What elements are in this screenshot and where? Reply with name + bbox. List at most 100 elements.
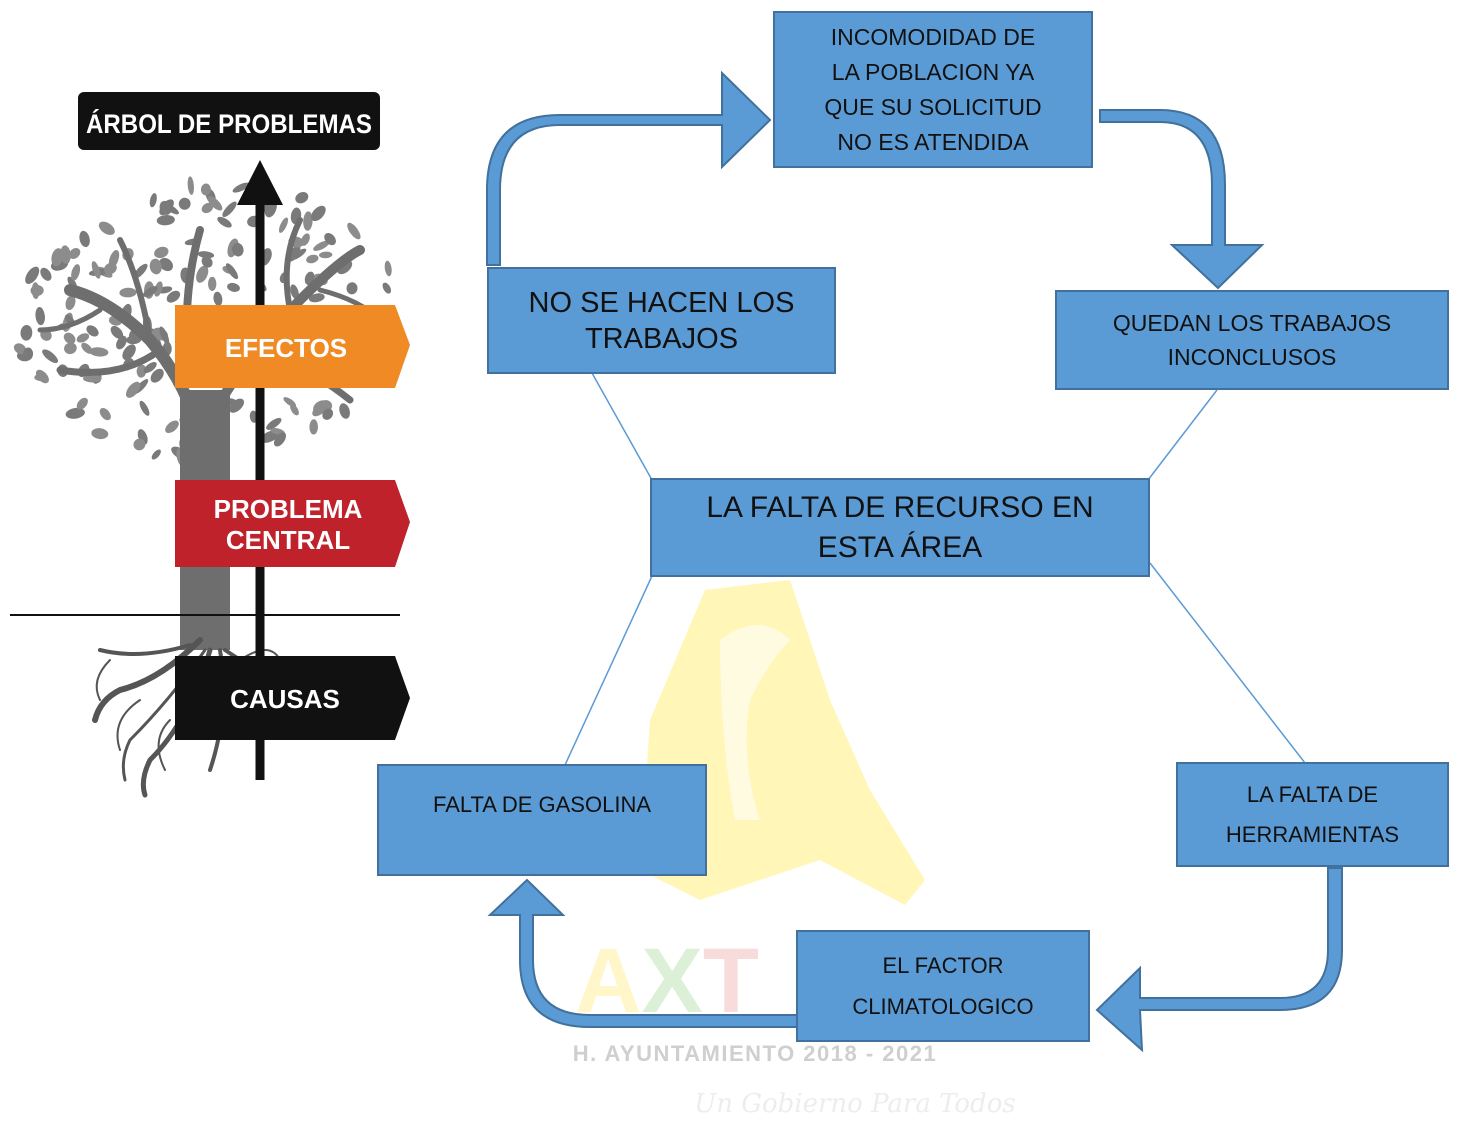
tree-leaf — [116, 335, 127, 350]
tree-leaf — [13, 343, 27, 355]
tree-leaf — [260, 430, 279, 443]
tree-axis-arrowhead — [237, 160, 283, 205]
tree-leaf — [149, 258, 162, 275]
tree-leaf — [82, 374, 102, 383]
tree-leaf — [151, 449, 161, 460]
box-climatologico-text: EL FACTOR CLIMATOLOGICO — [852, 953, 1034, 1019]
tree-leaf — [91, 428, 109, 440]
box-central-problem: LA FALTA DE RECURSO EN ESTA ÁREA — [650, 478, 1150, 577]
box-central-problem-text: LA FALTA DE RECURSO EN ESTA ÁREA — [706, 490, 1094, 564]
tree-leaf — [308, 293, 325, 303]
tree-leaf — [89, 347, 109, 357]
causes-sign — [175, 656, 410, 740]
tree-leaf — [126, 335, 142, 345]
tree-leaf — [266, 417, 282, 430]
tree-leaf — [225, 263, 239, 280]
tree-leaf — [133, 438, 146, 451]
tree-leaf — [79, 230, 90, 248]
tree-leaf — [25, 266, 40, 285]
tree-leaf — [76, 397, 88, 410]
tree-leaf — [346, 282, 358, 295]
tree-leaf — [136, 364, 147, 378]
tree-leaf — [208, 276, 217, 291]
tree-leaf — [71, 264, 81, 281]
box-incomodidad-text: INCOMODIDAD DE LA POBLACION YA QUE SU SO… — [824, 23, 1042, 155]
box-gasolina: FALTA DE GASOLINA — [377, 764, 707, 876]
tree-leaf — [382, 282, 392, 294]
tree-leaf — [187, 176, 194, 195]
tree-leaf — [319, 251, 333, 259]
effects-label: EFECTOS — [225, 333, 347, 363]
tree-leaf — [150, 368, 164, 383]
tree-leaf — [232, 242, 244, 257]
tree-leaf — [159, 257, 173, 272]
arrow-to-incomodidad — [486, 70, 772, 266]
tree-leaf — [197, 251, 215, 259]
tree-leaf — [303, 211, 313, 231]
central-problem-sign — [175, 480, 410, 567]
tree-leaf — [60, 245, 71, 264]
tree-leaf — [295, 192, 309, 204]
box-climatologico: EL FACTOR CLIMATOLOGICO — [796, 930, 1090, 1042]
connector-lines — [564, 372, 1306, 766]
tree-leaf — [339, 403, 350, 419]
effects-sign — [175, 305, 410, 388]
tree-leaf — [347, 222, 361, 240]
tree-leaf — [201, 256, 213, 268]
box-no-se-hacen-text: NO SE HACEN LOS TRABAJOS — [528, 286, 795, 355]
tree-leaf — [213, 291, 223, 306]
watermark-slogan: Un Gobierno Para Todos — [694, 1089, 1015, 1119]
tree-leaf — [200, 183, 211, 196]
tree-title-bg — [78, 92, 380, 150]
tree-leaf — [122, 344, 136, 360]
tree-leaf — [34, 374, 48, 382]
tree-leaf — [142, 286, 158, 298]
tree-leaf — [384, 260, 392, 277]
curved-arrows — [486, 70, 1343, 1053]
tree-leaf — [222, 201, 237, 218]
tree-leaf — [313, 240, 330, 251]
tree-leaf — [196, 265, 209, 283]
tree-leaf — [63, 332, 76, 344]
tree-leaf — [322, 408, 334, 420]
tree-leaf — [76, 333, 90, 343]
tree-leaf — [51, 248, 64, 267]
connector-left-bottom — [564, 575, 653, 766]
tree-leaf — [65, 295, 76, 311]
box-gasolina-text: FALTA DE GASOLINA — [432, 792, 652, 817]
tree-leaf — [290, 248, 307, 261]
tree-leaf — [108, 250, 120, 269]
arrow-to-quedan — [1099, 109, 1265, 290]
tree-leaf — [98, 221, 115, 235]
tree-leaf — [166, 290, 181, 303]
tree-leaf — [65, 407, 85, 419]
box-quedan-text: QUEDAN LOS TRABAJOS INCONCLUSOS — [1112, 310, 1392, 370]
tree-leaf — [31, 282, 40, 299]
tree-leaf — [201, 202, 214, 214]
tree-leaf — [165, 420, 179, 434]
tree-leaf — [35, 307, 45, 326]
tree-leaf — [309, 419, 319, 435]
tree-leaf — [23, 347, 34, 361]
tree-leaf — [162, 202, 179, 215]
watermark-bird-shape — [720, 625, 790, 820]
connector-right-top — [1147, 389, 1218, 481]
tree-leaf — [139, 400, 150, 416]
tree-leaf — [178, 197, 191, 210]
tree-leaf — [159, 326, 170, 345]
tree-leaf — [110, 325, 124, 339]
tree-leaf — [40, 267, 52, 281]
box-herramientas-text: LA FALTA DE HERRAMIENTAS — [1225, 781, 1400, 847]
tree-leaf — [154, 281, 163, 297]
tree-leaf — [42, 349, 59, 364]
watermark-logo — [640, 580, 925, 905]
connector-right-bottom — [1149, 562, 1306, 764]
tree-leaf — [227, 282, 240, 292]
tree-leaf — [154, 246, 169, 259]
tree-leaf — [306, 254, 319, 264]
box-quedan: QUEDAN LOS TRABAJOS INCONCLUSOS — [1055, 290, 1449, 390]
tree-leaf — [119, 287, 137, 298]
tree-leaf — [290, 404, 299, 416]
tree-leaf — [143, 362, 157, 373]
